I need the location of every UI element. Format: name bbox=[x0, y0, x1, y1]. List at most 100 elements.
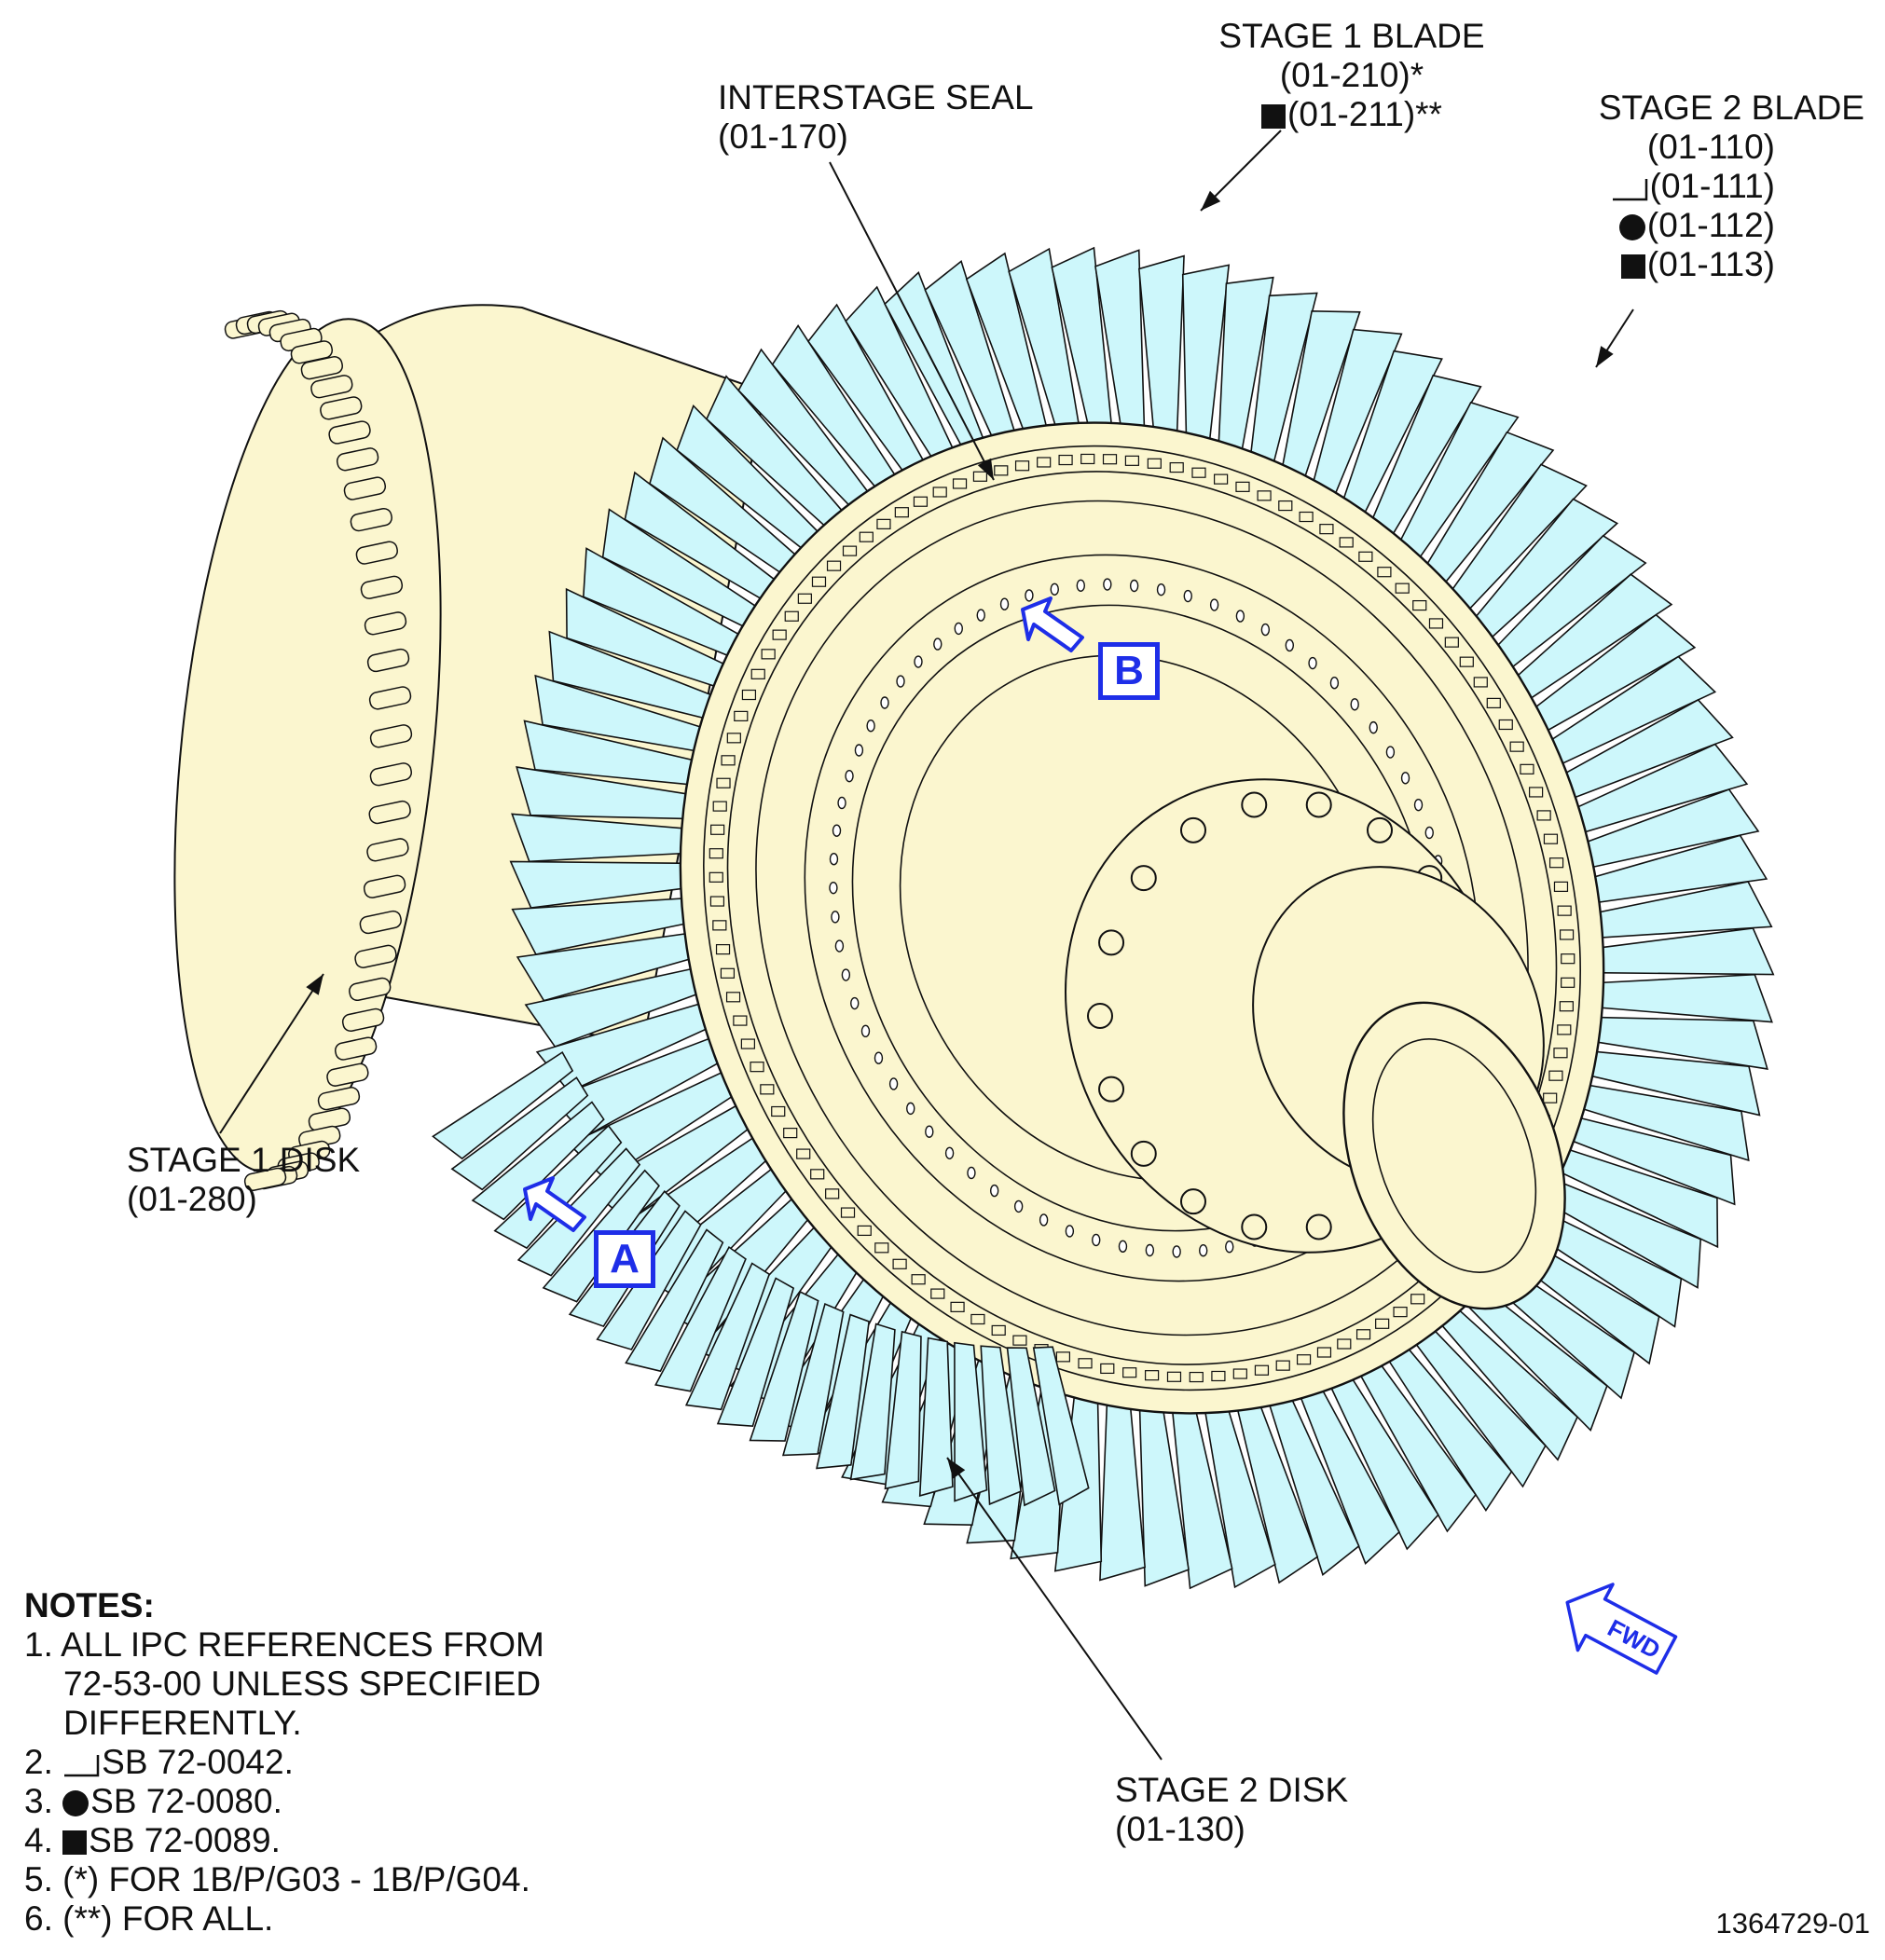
fir-tree-slot bbox=[1559, 929, 1575, 940]
stage2-disk-label: STAGE 2 DISK (01-130) bbox=[1115, 1771, 1348, 1849]
interstage-seal-ref: (01-170) bbox=[718, 117, 848, 156]
cooling-hole bbox=[1199, 1244, 1208, 1257]
fir-tree-slot bbox=[1275, 1360, 1290, 1371]
stage2-blade-ref-113: (01-113) bbox=[1585, 245, 1864, 284]
view-b-arrow bbox=[1021, 596, 1084, 652]
fir-tree-slot bbox=[994, 465, 1009, 476]
stage1-disk-leader-arrowhead bbox=[306, 974, 323, 995]
bolt-head bbox=[1180, 1188, 1206, 1215]
stage1-blade bbox=[625, 1228, 724, 1373]
stage2-blade-label: STAGE 2 BLADE (01-110) (01-111) (01-112)… bbox=[1585, 89, 1864, 284]
cooling-hole bbox=[829, 852, 839, 866]
fwd-arrow-shape bbox=[1565, 1583, 1678, 1675]
cooling-hole bbox=[1400, 772, 1410, 785]
stage1-disk-tooth bbox=[310, 375, 353, 399]
fir-tree-slot bbox=[1144, 1370, 1160, 1381]
fir-tree-slot bbox=[1459, 656, 1474, 667]
fir-tree-slot bbox=[715, 944, 731, 955]
fir-tree-slot bbox=[1561, 977, 1575, 988]
fir-tree-slot bbox=[1358, 551, 1373, 562]
bolt-head bbox=[1087, 1003, 1113, 1029]
fir-tree-slot bbox=[1559, 1001, 1574, 1012]
cooling-hole bbox=[1118, 1240, 1128, 1254]
fir-tree-slot bbox=[725, 992, 741, 1003]
fir-tree-slot bbox=[1078, 1358, 1093, 1369]
fir-tree-slot bbox=[750, 668, 765, 679]
fir-tree-slot bbox=[1498, 719, 1513, 731]
stage1-disk-tooth bbox=[343, 476, 387, 500]
fir-tree-slot bbox=[721, 755, 736, 766]
fir-tree-slot bbox=[1393, 1307, 1408, 1318]
stage1-disk-tooth bbox=[317, 1087, 361, 1111]
fir-tree-slot bbox=[913, 496, 929, 507]
stage1-disk-tooth bbox=[366, 648, 410, 673]
stage1-blade bbox=[684, 1262, 771, 1411]
fir-tree-slot bbox=[892, 1258, 907, 1269]
note-1-line-1: 1. ALL IPC REFERENCES FROM bbox=[24, 1625, 544, 1664]
view-b-marker[interactable]: B bbox=[1098, 642, 1160, 700]
cooling-hole bbox=[1285, 638, 1295, 652]
fir-tree-slot bbox=[726, 733, 741, 744]
stage1-blade bbox=[849, 1323, 896, 1481]
stage1-disk-tooth bbox=[368, 686, 412, 710]
fir-tree-slot bbox=[932, 487, 947, 498]
stage1-blade bbox=[816, 1313, 870, 1470]
cooling-hole bbox=[1385, 746, 1396, 759]
fir-tree-slot bbox=[1428, 618, 1444, 629]
view-markers: FWD bbox=[523, 596, 1678, 1675]
stage2-blade-leader-arrowhead bbox=[1596, 346, 1614, 367]
cooling-hole bbox=[989, 1184, 999, 1198]
stage2-blade-title: STAGE 2 BLADE bbox=[1598, 89, 1864, 127]
fir-tree-slot bbox=[1553, 881, 1569, 892]
fir-tree-slot bbox=[894, 507, 909, 518]
fir-tree-slot bbox=[1375, 1318, 1390, 1329]
cooling-hole bbox=[831, 911, 840, 924]
fir-tree-slot bbox=[1080, 453, 1095, 465]
cooling-hole bbox=[834, 939, 845, 953]
fir-tree-slot bbox=[750, 1062, 764, 1073]
fir-tree-slot bbox=[825, 1188, 840, 1199]
fir-tree-slot bbox=[1529, 787, 1544, 798]
fir-tree-slot bbox=[1254, 1364, 1270, 1376]
view-a-marker[interactable]: A bbox=[594, 1230, 655, 1288]
cooling-hole bbox=[1225, 1240, 1234, 1254]
stage1-disk-leader bbox=[219, 973, 324, 1134]
stage1-disk-label: STAGE 1 DISK (01-280) bbox=[127, 1141, 360, 1219]
fir-tree-slot bbox=[709, 896, 725, 907]
cooling-hole bbox=[1183, 589, 1192, 603]
fir-tree-slot bbox=[1536, 810, 1551, 821]
cooling-hole bbox=[1329, 676, 1340, 690]
stage1-disk-tooth bbox=[349, 977, 392, 1002]
fir-tree-slot bbox=[1058, 454, 1073, 466]
stage1-blade-title: STAGE 1 BLADE bbox=[1218, 17, 1485, 55]
fir-tree-slot bbox=[1169, 461, 1184, 473]
bolt-head bbox=[1305, 791, 1332, 818]
fir-tree-slot bbox=[810, 1169, 825, 1180]
note-1-line-2: 72-53-00 UNLESS SPECIFIED bbox=[63, 1665, 542, 1703]
fir-tree-slot bbox=[1316, 1347, 1332, 1358]
cooling-hole bbox=[976, 609, 985, 622]
fir-tree-slot bbox=[1299, 511, 1314, 523]
stage2-disk-leader-arrowhead bbox=[947, 1458, 966, 1479]
fir-tree-slot bbox=[796, 1148, 811, 1159]
stage1-blade-leader-arrowhead bbox=[1201, 190, 1221, 211]
square-symbol-icon bbox=[1620, 254, 1645, 280]
bolt-head bbox=[1130, 865, 1157, 892]
fir-tree-slot bbox=[1355, 1329, 1371, 1340]
fir-tree-slot bbox=[930, 1288, 945, 1299]
cooling-hole bbox=[1413, 798, 1424, 812]
fir-tree-slot bbox=[991, 1324, 1006, 1336]
fir-tree-slot bbox=[740, 1038, 755, 1049]
fir-tree-slot bbox=[952, 478, 968, 489]
stage2-disk-title: STAGE 2 DISK bbox=[1115, 1771, 1349, 1809]
cooling-hole bbox=[1235, 610, 1245, 623]
figure-number: 1364729-01 bbox=[1715, 1907, 1871, 1939]
stage1-disk-tooth bbox=[326, 1062, 369, 1087]
stage1-disk-tooth bbox=[355, 541, 398, 565]
note-6: 6. (**) FOR ALL. bbox=[24, 1899, 274, 1938]
hub-and-shaft bbox=[1065, 778, 1566, 1310]
cooling-hole bbox=[1172, 1245, 1181, 1258]
fir-tree-slot bbox=[857, 1225, 872, 1237]
